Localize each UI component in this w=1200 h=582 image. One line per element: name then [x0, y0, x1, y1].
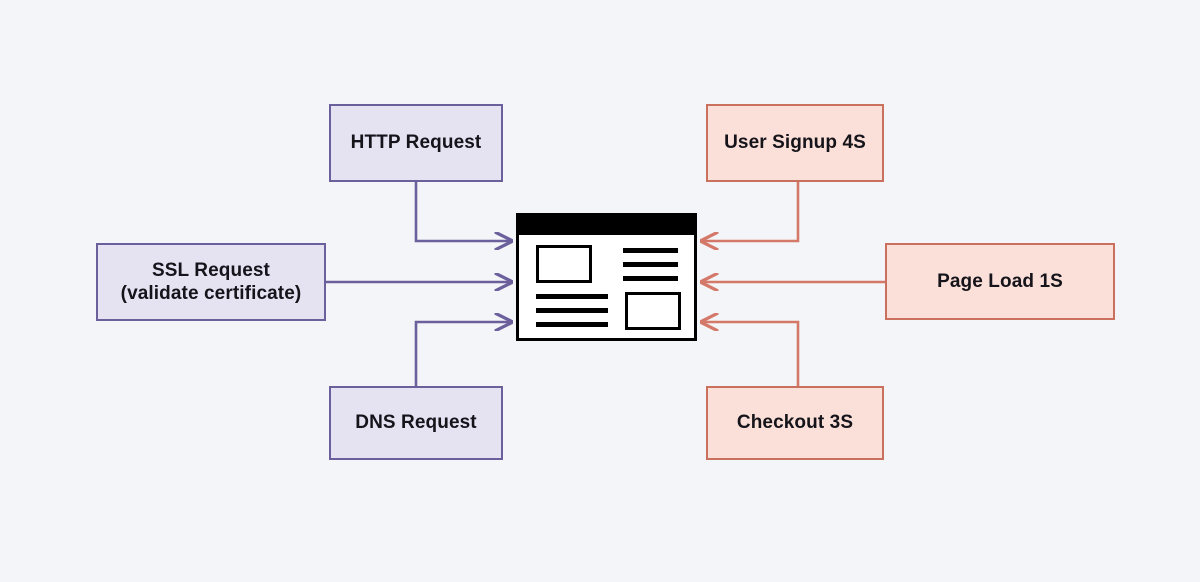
node-ssl-request[interactable]: SSL Request (validate certificate) [96, 243, 326, 321]
webpage-image-placeholder-top-left [536, 245, 592, 283]
connector-http-to-page [414, 182, 511, 241]
node-page-load[interactable]: Page Load 1S [885, 243, 1115, 320]
connector-checkout-to-page [702, 322, 800, 386]
connector-signup-to-page [702, 182, 800, 241]
node-user-signup-label: User Signup 4S [724, 132, 866, 154]
node-dns-request[interactable]: DNS Request [329, 386, 503, 460]
webpage-mockup-icon [516, 213, 697, 341]
connector-dns-to-page [414, 322, 511, 386]
node-checkout-label: Checkout 3S [736, 412, 854, 434]
node-user-signup[interactable]: User Signup 4S [706, 104, 884, 182]
webpage-text-line-bottom-left-1 [536, 294, 608, 299]
node-dns-request-label: DNS Request [355, 412, 477, 434]
webpage-text-line-top-right-1 [623, 248, 678, 253]
node-page-load-label: Page Load 1S [937, 270, 1063, 292]
node-http-request[interactable]: HTTP Request [329, 104, 503, 182]
webpage-text-line-top-right-3 [623, 276, 678, 281]
node-ssl-request-label: SSL Request (validate certificate) [120, 259, 302, 304]
webpage-text-line-top-right-2 [623, 262, 678, 267]
webpage-text-line-bottom-left-2 [536, 308, 608, 313]
webpage-text-line-bottom-left-3 [536, 322, 608, 327]
webpage-image-placeholder-bottom-right [625, 292, 681, 330]
node-checkout[interactable]: Checkout 3S [706, 386, 884, 460]
webpage-titlebar [519, 216, 694, 235]
node-http-request-label: HTTP Request [350, 132, 482, 154]
